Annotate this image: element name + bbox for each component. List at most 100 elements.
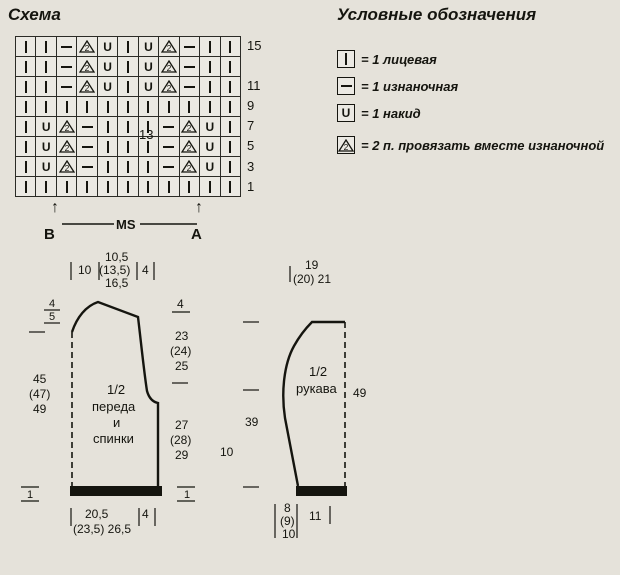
chart-cell: U: [36, 157, 57, 177]
measure-side-length-1: 45: [33, 372, 47, 386]
measure-neck-2: 5: [49, 311, 56, 323]
knit-stitch-symbol: [126, 160, 129, 173]
chart-cell: [220, 117, 241, 137]
chart-cell: 2: [77, 37, 98, 57]
measure-sleeve-lower: 39: [245, 415, 259, 429]
repeat-arrow-b-icon: ↑: [51, 199, 59, 216]
measure-sleeve-small: 10: [220, 445, 234, 459]
front-outline: [70, 300, 160, 486]
chart-cell: [138, 117, 160, 137]
purl-stitch-symbol: [163, 125, 175, 128]
chart-cell: [36, 77, 57, 97]
legend-symbol-box: 2: [337, 136, 355, 154]
knit-stitch-symbol: [167, 180, 170, 193]
chart-cell: 2: [77, 57, 98, 77]
chart-cell: 2: [56, 137, 78, 157]
measure-hem-left: 1: [27, 489, 34, 501]
chart-cell: [56, 37, 78, 57]
chart-cell: 2: [179, 117, 201, 137]
knit-stitch-symbol: [24, 120, 27, 133]
svg-text:2: 2: [187, 123, 192, 133]
chart-cell: [97, 157, 119, 177]
knit-stitch-symbol: [106, 160, 109, 173]
knit-stitch-symbol: [24, 40, 27, 53]
chart-cell: U: [97, 37, 119, 57]
legend-item-text: = 1 изнаночная: [361, 78, 459, 94]
purl-stitch-symbol: [183, 45, 195, 48]
yarnover-symbol: U: [144, 39, 153, 54]
measure-sleeve-bottom-1: 8: [284, 501, 291, 515]
knit-stitch-symbol: [106, 100, 109, 113]
chart-cell: [77, 97, 98, 117]
purl-stitch-symbol: [183, 65, 195, 68]
chart-cell: [118, 137, 139, 157]
yarnover-symbol: U: [41, 159, 51, 174]
knit-stitch-symbol: [24, 160, 27, 173]
chart-cell: [200, 57, 221, 77]
chart-cell: [220, 157, 241, 177]
chart-cell: 2: [159, 57, 180, 77]
measure-shoulder-drop: 4: [177, 297, 184, 311]
yarnover-symbol: U: [41, 139, 51, 154]
chart-cell: [138, 97, 160, 117]
purl2tog-symbol: 2: [160, 80, 177, 93]
sleeve-ribbing: [296, 486, 347, 496]
purl-stitch-symbol: [61, 85, 73, 88]
chart-cell: 2: [179, 137, 201, 157]
yarnover-symbol: U: [103, 39, 112, 54]
chart-cell: [200, 97, 221, 117]
knit-stitch-symbol: [208, 40, 211, 53]
chart-cell: [200, 37, 221, 57]
chart-cell: 2: [159, 37, 180, 57]
measure-armhole-3: 25: [175, 359, 189, 373]
knit-stitch-symbol: [45, 180, 48, 193]
chart-cell: [77, 117, 98, 137]
chart-cell: [118, 177, 139, 197]
chart-cell: [220, 137, 241, 157]
chart-cell: [36, 57, 57, 77]
measure-sleeve-top-2: (20) 21: [293, 272, 332, 286]
chart-cell: [179, 77, 201, 97]
purl2tog-symbol: 2: [160, 60, 177, 73]
chart-cell: [97, 117, 119, 137]
chart-cell: [16, 37, 37, 57]
measure-lower-side-2: (28): [170, 433, 192, 447]
svg-text:2: 2: [64, 123, 69, 133]
knit-stitch-symbol: [86, 100, 89, 113]
knit-stitch-symbol: [345, 53, 347, 65]
chart-cell: [56, 177, 78, 197]
chart-cell: 2: [77, 77, 98, 97]
knit-stitch-symbol: [126, 60, 129, 73]
purl2tog-symbol: 2: [58, 140, 75, 153]
chart-cell: [179, 177, 201, 197]
chart-cell: [36, 97, 57, 117]
chart-cell: U: [97, 57, 119, 77]
chart-cell: [36, 37, 57, 57]
svg-text:2: 2: [167, 83, 172, 93]
legend-item: = 1 лицевая: [337, 49, 604, 69]
legend-symbol-box: [337, 77, 355, 95]
chart-cell: [159, 137, 180, 157]
svg-text:2: 2: [85, 63, 90, 73]
front-piece-label-2: переда: [92, 399, 136, 414]
chart-cell: 2: [56, 157, 78, 177]
measure-armhole-2: (24): [170, 344, 192, 358]
svg-text:2: 2: [344, 142, 349, 152]
legend-item: 2= 2 п. провязать вместе изнаночной: [337, 135, 604, 155]
knit-stitch-symbol: [229, 180, 232, 193]
svg-text:2: 2: [85, 43, 90, 53]
knit-stitch-symbol: [229, 80, 232, 93]
chart-cell: [220, 57, 241, 77]
purl2tog-symbol: 2: [79, 60, 96, 73]
knit-stitch-symbol: [147, 160, 150, 173]
knit-stitch-symbol: [126, 100, 129, 113]
knit-stitch-symbol: [106, 120, 109, 133]
front-back-piece: [21, 262, 195, 526]
chart-cell: U: [200, 117, 221, 137]
front-piece-label-4: спинки: [93, 431, 134, 446]
knit-stitch-symbol: [229, 100, 232, 113]
knit-stitch-symbol: [229, 160, 232, 173]
svg-text:2: 2: [85, 83, 90, 93]
